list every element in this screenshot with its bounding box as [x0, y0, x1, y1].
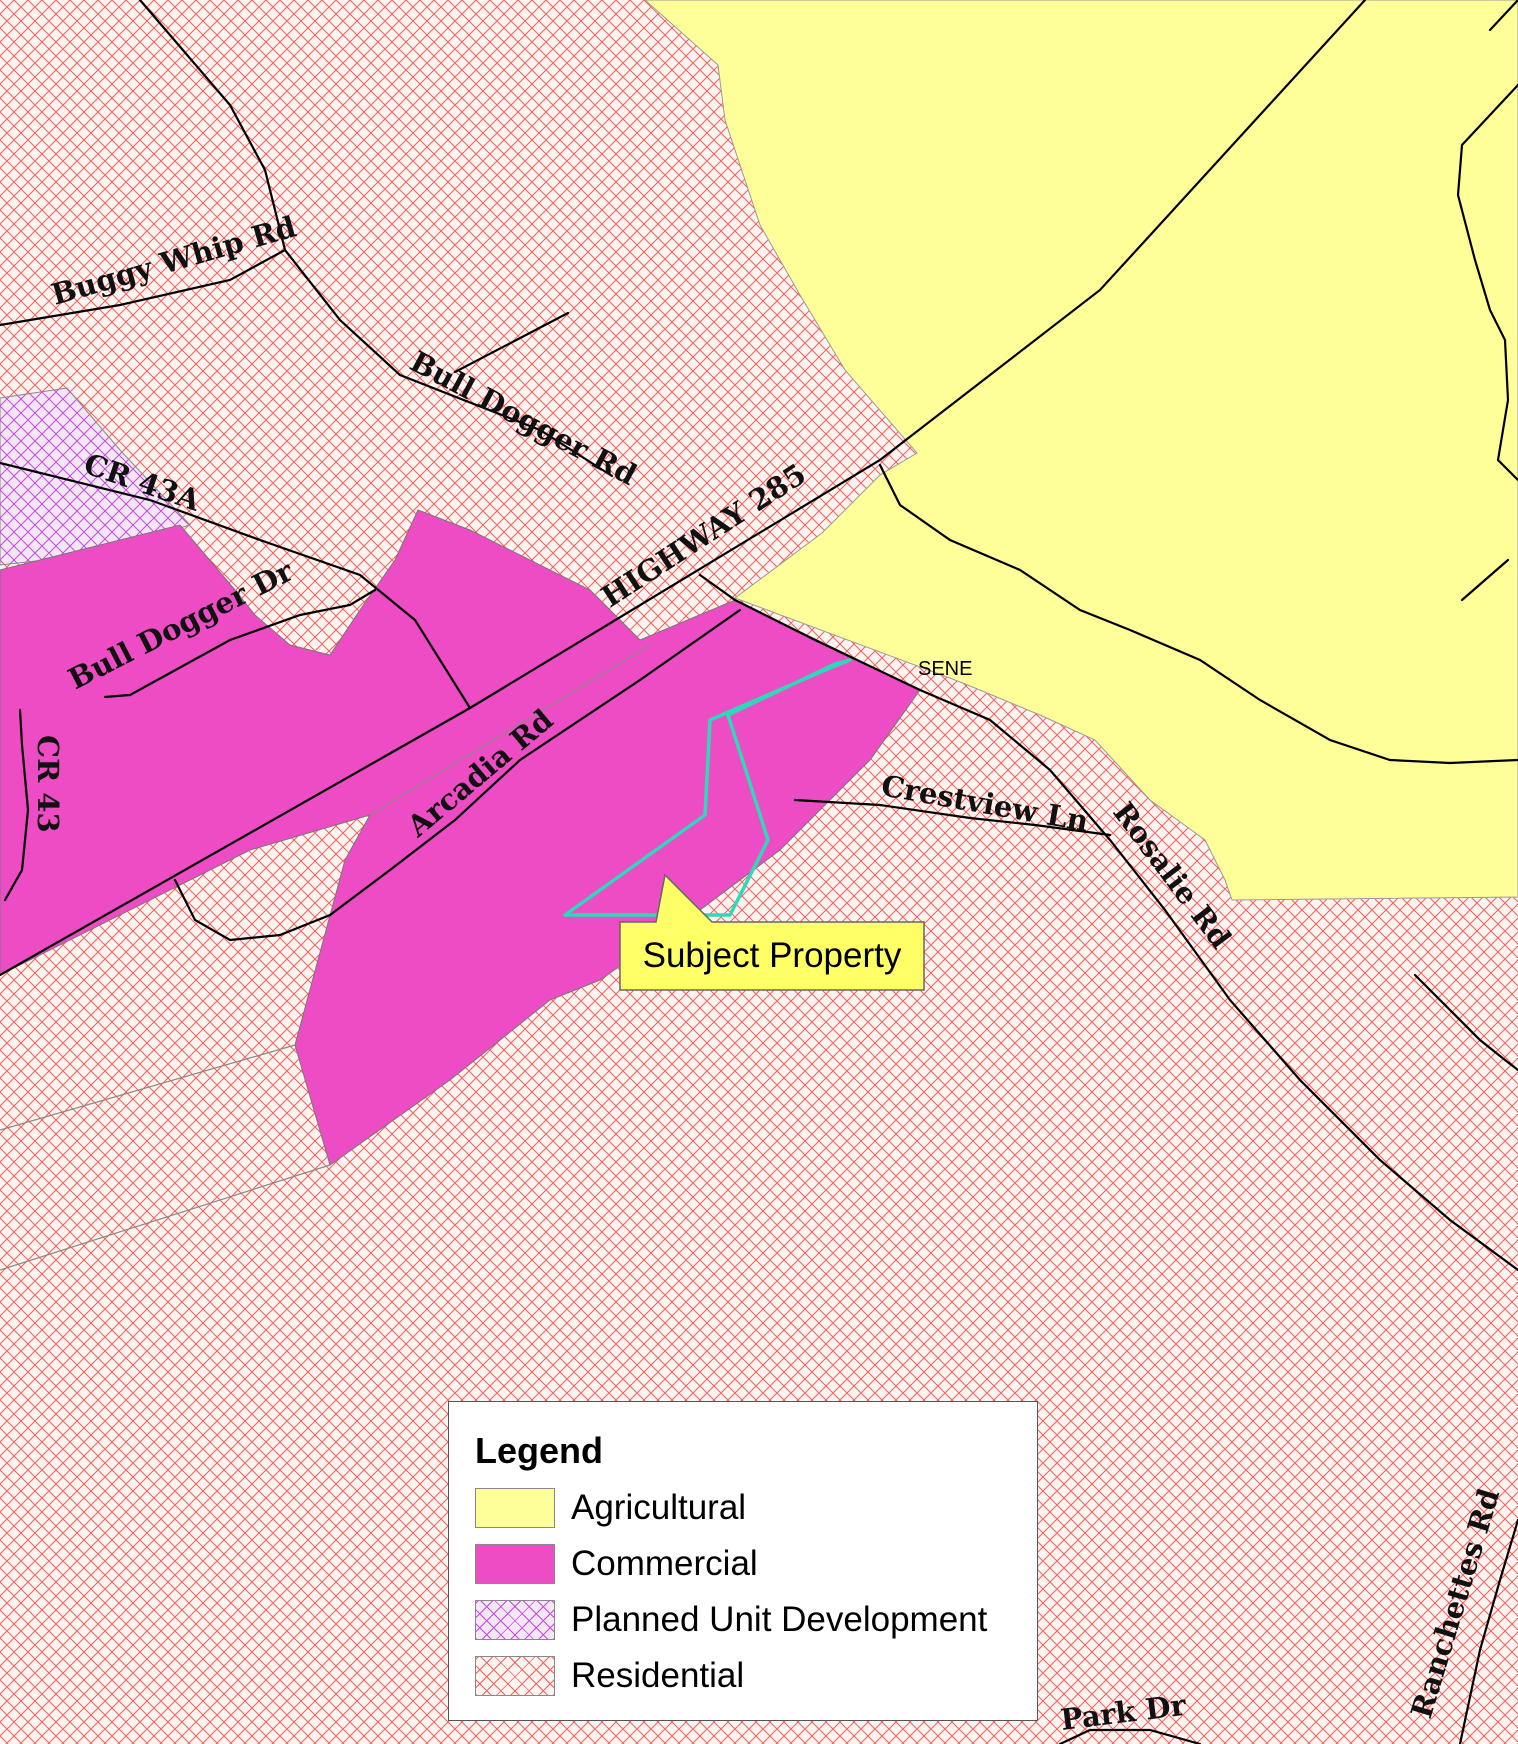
legend-item-commercial: Commercial [475, 1542, 758, 1586]
buggy-whip-road [0, 248, 287, 327]
legend-item-pud: Planned Unit Development [475, 1598, 987, 1642]
subject-property-callout [619, 873, 925, 991]
agricultural-zone [644, 0, 1518, 901]
map-legend: Legend Agricultural Commercial Planned U… [448, 1401, 1038, 1721]
pud-swatch [475, 1600, 555, 1640]
sene-label: SENE [918, 658, 972, 680]
bull-dogger-dr-road [103, 588, 377, 699]
east-hook-road [1460, 558, 1510, 602]
legend-label: Planned Unit Development [571, 1600, 988, 1639]
cr43-road [3, 708, 30, 902]
legend-item-agricultural: Agricultural [475, 1486, 746, 1530]
legend-item-residential: Residential [475, 1654, 744, 1698]
legend-title: Legend [475, 1430, 604, 1471]
parcel-line [0, 1044, 296, 1131]
park-road [1058, 1728, 1202, 1744]
east-curve-road [1456, 83, 1518, 482]
subject-property-label: Subject Property [642, 936, 902, 975]
arcadia-road [173, 608, 742, 942]
subject-access-road [698, 573, 1518, 1272]
legend-label: Commercial [571, 1544, 758, 1583]
commercial-swatch [475, 1544, 555, 1584]
crestview-road [793, 798, 1112, 837]
cr43-label: CR 43 [31, 735, 65, 833]
ranchettes-road [1458, 1518, 1518, 1744]
east-branch-road [1413, 973, 1518, 1072]
bull-dogger-rd-road [138, 0, 614, 478]
legend-label: Residential [571, 1656, 745, 1695]
parcel-line [369, 644, 651, 816]
legend-label: Agricultural [571, 1488, 747, 1527]
bull-dogger-spur-road [453, 311, 570, 374]
ag-curve-road [878, 463, 1518, 765]
pud-zone [0, 387, 191, 566]
subject-property-outline [563, 658, 852, 917]
parcel-line [0, 1164, 331, 1271]
northeast-road [1488, 0, 1518, 32]
agricultural-swatch [475, 1488, 555, 1528]
highway-285-road [0, 0, 1367, 977]
residential-swatch [475, 1656, 555, 1696]
cr43a-road [0, 461, 472, 710]
